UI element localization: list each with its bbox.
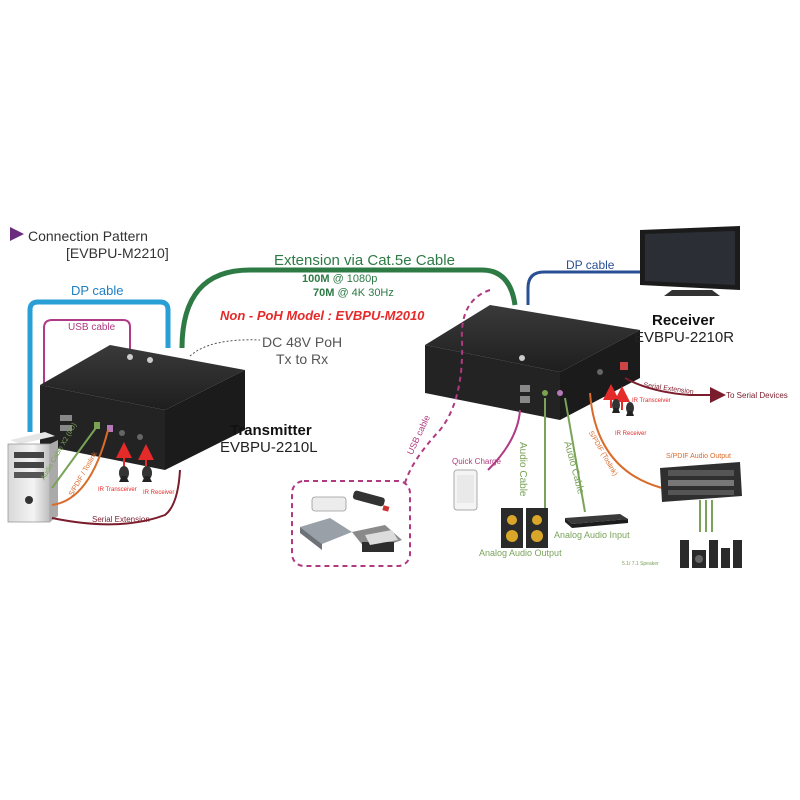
dp-cable-tx <box>27 299 171 432</box>
speed-1-rest: @ 1080p <box>329 273 378 285</box>
ir-transceiver-rx-icon <box>612 399 620 413</box>
title-triangle-icon <box>10 227 24 241</box>
cat5e-cable <box>179 267 518 349</box>
receiver-model: EVBPU-2210R <box>634 329 735 346</box>
diagram-title: Connection Pattern <box>28 228 148 244</box>
quick-charge-label: Quick Charge <box>452 457 501 466</box>
ir-receiver-tx-icon <box>142 466 152 482</box>
serial-devices-label: To Serial Devices <box>726 391 788 400</box>
non-poh-label: Non - PoH Model : EVBPU-M2010 <box>220 308 425 323</box>
extension-label: Extension via Cat.5e Cable <box>274 252 455 269</box>
surround-speaker-icon <box>680 540 742 568</box>
dp-cable-rx-label: DP cable <box>566 258 615 272</box>
speed-line-1: 100M @ 1080p <box>302 273 377 286</box>
pc-tower <box>7 432 58 523</box>
smartphone-icon <box>453 469 478 511</box>
serial-cable-tx-label: Serial Extension <box>92 515 150 524</box>
speed-2-bold: 70M <box>313 287 335 299</box>
speaker-label: 5.1/ 7.1 Speaker <box>622 561 659 567</box>
spdif-cable-rx <box>589 392 663 489</box>
audio-cable-rx-2 <box>564 397 586 513</box>
diagram-model: [EVBPU-M2210] <box>66 245 169 261</box>
usb-cable-tx-label: USB cable <box>68 322 116 333</box>
ir-receiver-rx-label: IR Receiver <box>615 431 647 437</box>
audio-cable-tx <box>51 424 99 489</box>
ir-receiver-tx-label: IR Receiver <box>143 490 175 496</box>
amp-to-speaker-lines <box>699 500 713 532</box>
dp-cable-rx <box>526 270 640 305</box>
audio-input-device-icon <box>565 514 628 528</box>
transmitter-box <box>40 345 245 470</box>
receiver-box <box>425 305 640 420</box>
spdif-output-label: S/PDIF Audio Output <box>666 453 731 460</box>
usb-devices-icon <box>300 490 402 552</box>
analog-input-label: Analog Audio Input <box>554 530 630 540</box>
usb-devices-box <box>291 480 411 567</box>
poh-line-1: DC 48V PoH <box>262 334 343 350</box>
spdif-cable-tx <box>51 429 109 506</box>
ir-transceiver-tx-icon <box>119 466 129 482</box>
audio-cable-rx-1-label: Audio Cable <box>517 442 528 497</box>
poh-leader <box>189 339 261 357</box>
transmitter-model: EVBPU-2210L <box>220 439 318 456</box>
ir-transceiver-rx-label: IR Transceiver <box>632 398 671 404</box>
serial-cable-rx <box>624 377 726 403</box>
receiver-title: Receiver <box>652 312 715 329</box>
speed-1-bold: 100M <box>302 273 330 285</box>
poh-line-2: Tx to Rx <box>276 351 329 367</box>
analog-output-label: Analog Audio Output <box>479 548 562 558</box>
analog-speaker-icon <box>501 508 548 548</box>
dp-cable-tx-label: DP cable <box>71 283 124 298</box>
serial-cable-tx <box>51 469 181 526</box>
speed-line-2: 70M @ 4K 30Hz <box>313 287 394 300</box>
ir-receiver-rx-icon <box>626 402 634 416</box>
spdif-amplifier-icon <box>660 462 742 502</box>
ir-transceiver-tx-label: IR Transceiver <box>98 487 137 493</box>
usb-cable-rx <box>404 289 491 484</box>
transmitter-title: Transmitter <box>230 422 312 439</box>
usb-cable-tx <box>43 319 131 432</box>
quick-charge-cable <box>487 409 521 471</box>
tv-monitor-icon <box>640 226 740 296</box>
speed-2-rest: @ 4K 30Hz <box>334 287 394 299</box>
